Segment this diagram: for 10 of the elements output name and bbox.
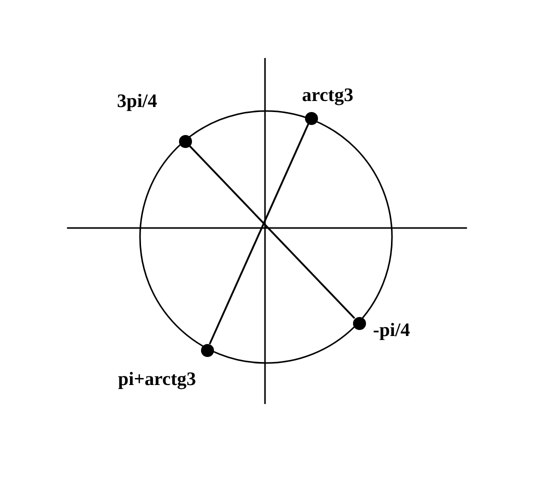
point-label: -pi/4 [373, 321, 410, 340]
point-label: arctg3 [302, 86, 354, 105]
point-marker [304, 112, 318, 124]
point-marker [352, 316, 366, 330]
radius-line [208, 124, 310, 344]
point-marker [178, 134, 192, 148]
point-label: 3pi/4 [117, 92, 158, 111]
point-label: pi+arctg3 [118, 370, 196, 389]
radius-line [188, 145, 356, 319]
point-marker [200, 344, 214, 356]
